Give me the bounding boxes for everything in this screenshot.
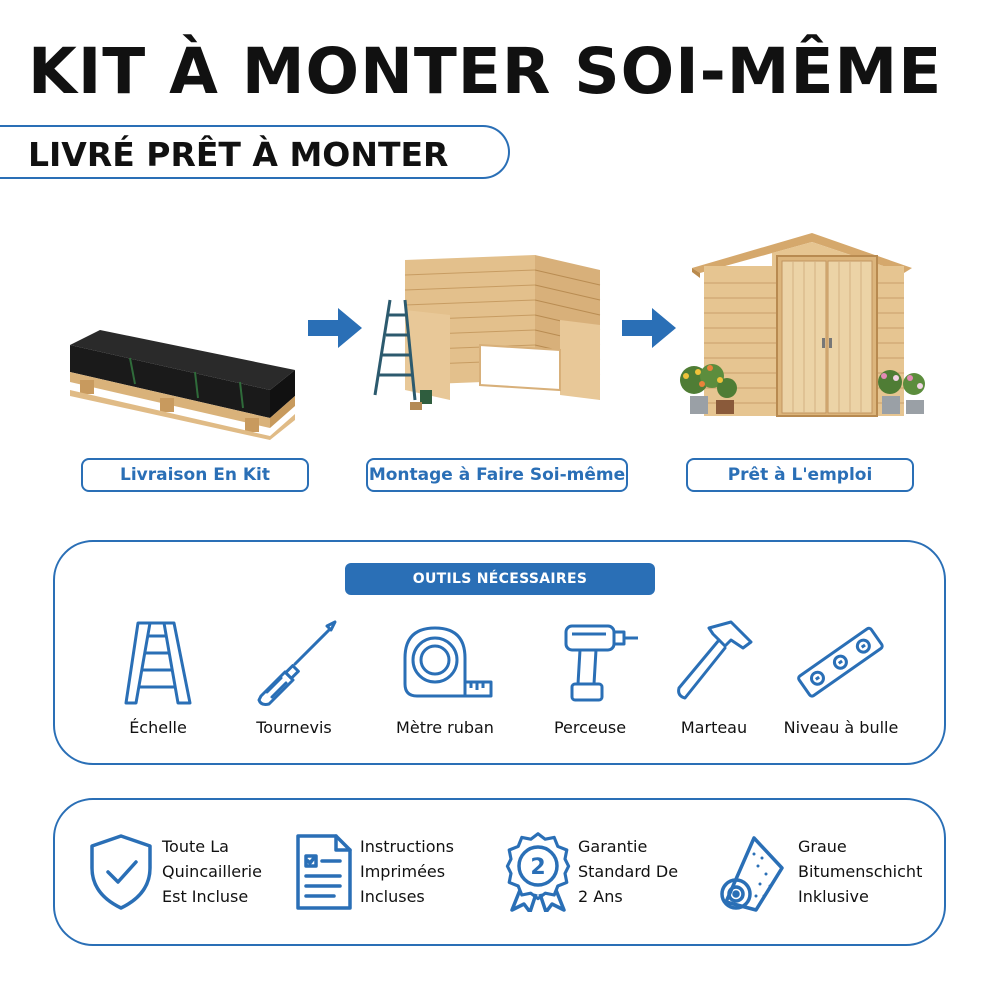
arrow-right-icon [308,308,362,348]
feature-warranty: 2 [502,832,574,916]
feature-instructions [294,832,354,916]
warranty-number: 2 [530,855,545,880]
shed-assembly-image [373,255,601,410]
hammer-icon [677,620,753,700]
pallet-kit-image [70,330,295,440]
document-checklist-icon [296,834,352,910]
tool-label: Échelle [129,718,187,737]
tool-tape-measure: Mètre ruban [375,618,515,737]
feature-hardware-text: Toute La Quincaillerie Est Incluse [162,837,262,906]
finished-shed-image [680,233,925,417]
roll-icon [720,836,784,912]
feature-roll [716,832,786,916]
tool-drill: Perceuse [520,618,660,737]
step-label-delivery: Livraison En Kit [81,458,309,492]
tool-label: Mètre ruban [396,718,494,737]
feature-warranty-text: Garantie Standard De 2 Ans [578,837,679,906]
tool-label: Perceuse [553,718,627,737]
tool-label: Niveau à bulle [783,718,899,737]
screwdriver-icon [257,620,337,706]
spirit-level-icon [797,626,884,698]
tools-title-badge: OUTILS NÉCESSAIRES [345,563,655,595]
tool-ladder: Échelle [88,618,228,737]
features-panel [53,798,946,946]
shield-check-icon [90,834,152,910]
tape-measure-icon [403,626,493,698]
ladder-icon [124,621,192,705]
tool-label: Tournevis [256,718,332,737]
warranty-badge-icon: 2 [505,832,571,914]
feature-instructions-text: Instructions Imprimées Incluses [360,837,454,906]
drill-icon [564,624,638,702]
page-subtitle: LIVRÉ PRÊT À MONTER [28,135,449,174]
tool-label: Marteau [680,718,748,737]
tool-hammer: Marteau [644,618,784,737]
tool-spirit-level: Niveau à bulle [771,618,911,737]
feature-hardware [86,832,156,916]
page-title: KIT À MONTER SOI-MÊME [28,35,943,108]
arrow-right-icon [622,308,676,348]
tools-panel [53,540,946,765]
subtitle-banner: LIVRÉ PRÊT À MONTER [0,125,510,179]
feature-roll-text: Graue Bitumenschicht Inklusive [798,837,923,906]
tool-screwdriver: Tournevis [224,618,364,737]
step-label-ready: Prêt à L'emploi [686,458,914,492]
step-label-assembly: Montage à Faire Soi-même [366,458,628,492]
